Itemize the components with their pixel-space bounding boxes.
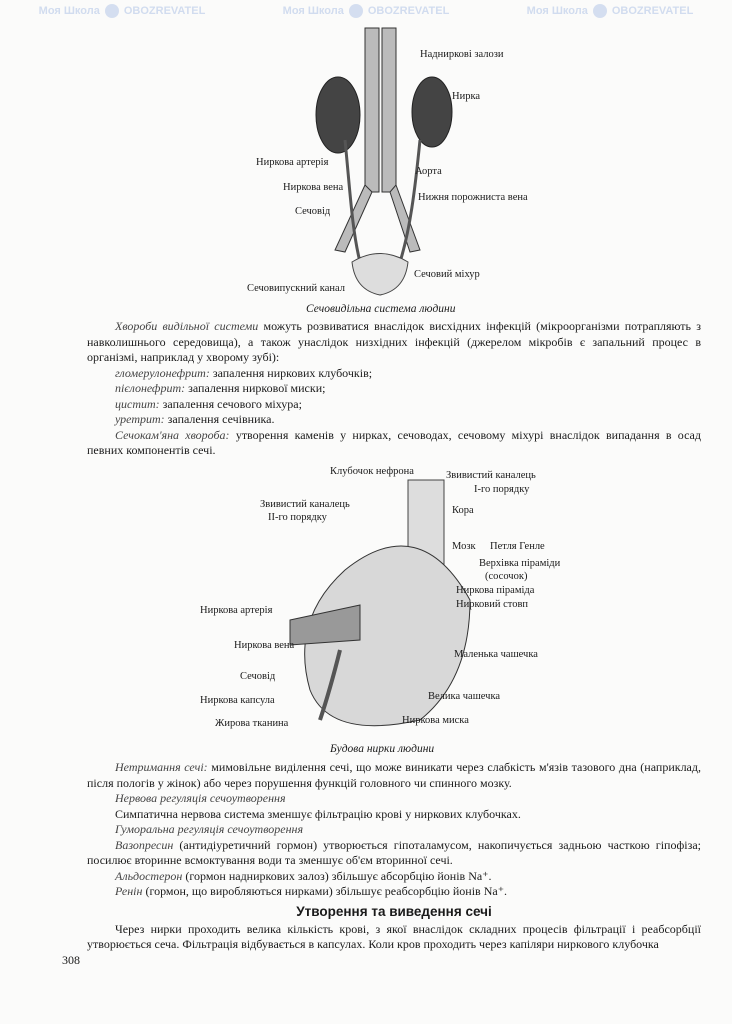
text: утворення каменів у нирках, сечоводах, с… bbox=[87, 427, 701, 458]
subheading: Нервова регуляція сечоутворення bbox=[115, 791, 286, 805]
label-aorta: Аорта bbox=[415, 166, 442, 177]
label-pyramid: Ниркова піраміда bbox=[456, 585, 535, 596]
kidney-section bbox=[304, 545, 471, 727]
label-tubule1: Звивистий каналець bbox=[446, 470, 536, 481]
text: (гормон, що виробляються нирками) збільш… bbox=[142, 884, 508, 898]
desc: запалення сечівника. bbox=[164, 412, 275, 426]
term: гломерулонефрит: bbox=[115, 365, 210, 380]
bladder-shape bbox=[351, 253, 409, 296]
paragraph-urine-formation: Через нирки проходить велика кількість к… bbox=[87, 921, 701, 952]
paragraph-renin: Ренін (гормон, що виробляються нирками) … bbox=[87, 884, 701, 900]
text: (антидіуретичний гормон) утворюється гіп… bbox=[87, 837, 701, 868]
label-ureter2: Сечовід bbox=[240, 671, 276, 682]
label-bladder: Сечовий міхур bbox=[414, 269, 480, 280]
label-capsule: Ниркова капсула bbox=[200, 695, 275, 706]
right-kidney bbox=[411, 76, 453, 148]
paragraph-incontinence: Нетримання сечі: мимовільне виділення се… bbox=[87, 760, 701, 791]
text-block-diseases: Хвороби видільної системи можуть розвива… bbox=[87, 319, 701, 459]
label-medulla: Мозк bbox=[452, 541, 476, 552]
label-papilla: (сосочок) bbox=[485, 571, 528, 582]
ureters-shape bbox=[343, 139, 422, 263]
term: Ренін bbox=[115, 884, 143, 898]
label-apex: Верхівка піраміди bbox=[479, 558, 561, 569]
section-heading: Утворення та виведення сечі bbox=[296, 903, 492, 919]
heading-nervous: Нервова регуляція сечоутворення bbox=[87, 791, 701, 807]
label-fat: Жирова тканина bbox=[215, 718, 289, 729]
label-tubule2-order: ІІ-го порядку bbox=[268, 512, 327, 523]
paragraph-diseases: Хвороби видільної системи можуть розвива… bbox=[87, 319, 701, 366]
label-ureter: Сечовід bbox=[295, 206, 331, 217]
paragraph-kidney-stones: Сечокам'яна хвороба: утворення каменів у… bbox=[87, 428, 701, 459]
term: пієлонефрит: bbox=[115, 381, 186, 395]
text: можуть розвиватися внаслідок висхідних і… bbox=[87, 319, 701, 364]
term: Сечокам'яна хвороба: bbox=[115, 427, 230, 442]
figure1-caption: Сечовидільна система людини bbox=[306, 303, 456, 315]
term: уретрит: bbox=[115, 412, 165, 426]
list-item: цистит: запалення сечового міхура; bbox=[115, 397, 701, 413]
label-tubule2: Звивистий каналець bbox=[260, 499, 350, 510]
desc: запалення сечового міхура; bbox=[159, 396, 302, 411]
desc: запалення ниркової миски; bbox=[185, 381, 326, 395]
iliac-vessel-right bbox=[389, 184, 421, 253]
term: Альдостерон bbox=[115, 868, 183, 883]
label-renal-artery: Ниркова артерія bbox=[256, 157, 329, 168]
label-column: Нирковий стовп bbox=[456, 599, 529, 610]
label-minor-calyx: Маленька чашечка bbox=[454, 649, 538, 660]
label-major-calyx: Велика чашечка bbox=[428, 691, 501, 702]
disease-list: гломерулонефрит: запалення ниркових клуб… bbox=[87, 366, 701, 428]
label-tubule1-order: І-го порядку bbox=[474, 484, 530, 495]
label-vein: Ниркова вена bbox=[234, 640, 295, 651]
label-adrenal: Надниркові залози bbox=[420, 49, 504, 60]
label-urethra: Сечовипускний канал bbox=[247, 283, 345, 294]
page-number: 308 bbox=[62, 952, 80, 967]
label-kidney: Нирка bbox=[452, 91, 481, 102]
label-renal-vein: Ниркова вена bbox=[283, 182, 344, 193]
term: Нетримання сечі: bbox=[115, 760, 208, 774]
term: Вазопресин bbox=[115, 837, 174, 852]
desc: запалення ниркових клубочків; bbox=[209, 365, 373, 380]
term: цистит: bbox=[115, 396, 160, 411]
label-artery: Ниркова артерія bbox=[200, 605, 273, 616]
list-item: уретрит: запалення сечівника. bbox=[115, 412, 701, 428]
text-block-regulation: Нетримання сечі: мимовільне виділення се… bbox=[62, 760, 701, 968]
list-item: гломерулонефрит: запалення ниркових клуб… bbox=[115, 366, 701, 382]
paragraph-nervous: Симпатична нервова система зменшує фільт… bbox=[115, 806, 521, 821]
label-pelvis: Ниркова миска bbox=[402, 715, 469, 726]
label-henle: Петля Генле bbox=[490, 541, 545, 552]
renal-vessels bbox=[289, 604, 361, 646]
left-kidney bbox=[315, 76, 361, 154]
vena-cava-shape bbox=[381, 27, 397, 193]
ureter-shape bbox=[318, 649, 342, 721]
subheading: Гуморальна регуляція сечоутворення bbox=[115, 822, 304, 836]
label-glomerulus: Клубочок нефрона bbox=[330, 466, 414, 477]
figure2-caption: Будова нирки людини bbox=[330, 743, 435, 755]
label-vena-cava: Нижня порожниста вена bbox=[418, 192, 528, 203]
term: Хвороби видільної системи bbox=[115, 319, 259, 333]
paragraph-vasopressin: Вазопресин (антидіуретичний гормон) утво… bbox=[87, 838, 701, 869]
list-item: пієлонефрит: запалення ниркової миски; bbox=[115, 381, 701, 397]
text: мимовільне виділення сечі, що може виник… bbox=[87, 760, 701, 790]
aorta-shape bbox=[364, 27, 380, 193]
heading-humoral: Гуморальна регуляція сечоутворення bbox=[87, 822, 701, 838]
text: (гормон надниркових залоз) збільшує абсо… bbox=[182, 868, 492, 883]
paragraph-aldosterone: Альдостерон (гормон надниркових залоз) з… bbox=[87, 869, 701, 885]
label-cortex: Кора bbox=[452, 505, 474, 516]
